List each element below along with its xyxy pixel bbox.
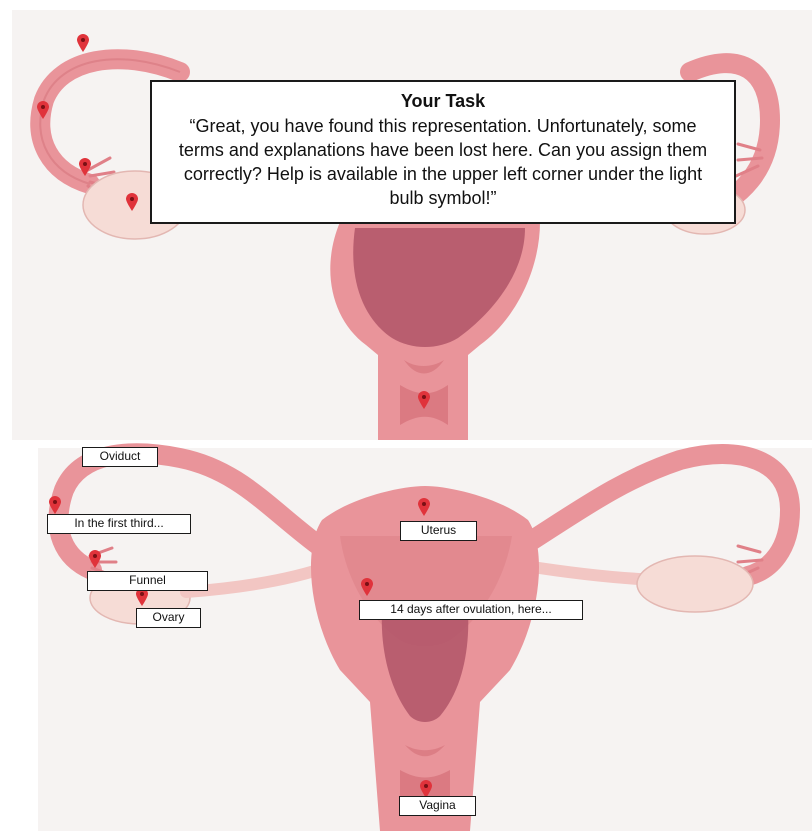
task-title: Your Task xyxy=(152,90,734,112)
map-pin-icon[interactable] xyxy=(77,34,89,52)
task-dialog: Your Task “Great, you have found this re… xyxy=(150,80,736,224)
label-uterus[interactable]: Uterus xyxy=(400,521,477,541)
map-pin-icon[interactable] xyxy=(361,578,373,596)
label-vagina[interactable]: Vagina xyxy=(399,796,476,816)
label-first-third[interactable]: In the first third... xyxy=(47,514,191,534)
uterus-illustration-bottom xyxy=(0,440,812,831)
map-pin-icon[interactable] xyxy=(418,391,430,409)
label-oviduct[interactable]: Oviduct xyxy=(82,447,158,467)
map-pin-icon[interactable] xyxy=(126,193,138,211)
map-pin-icon[interactable] xyxy=(418,498,430,516)
map-pin-icon[interactable] xyxy=(37,101,49,119)
bottom-panel: Oviduct In the first third... Funnel Ova… xyxy=(0,440,812,831)
label-funnel[interactable]: Funnel xyxy=(87,571,208,591)
label-ovary[interactable]: Ovary xyxy=(136,608,201,628)
map-pin-icon[interactable] xyxy=(89,550,101,568)
map-pin-icon[interactable] xyxy=(79,158,91,176)
map-pin-icon[interactable] xyxy=(49,496,61,514)
task-description: “Great, you have found this representati… xyxy=(152,112,734,210)
label-14-days[interactable]: 14 days after ovulation, here... xyxy=(359,600,583,620)
top-panel: Your Task “Great, you have found this re… xyxy=(0,0,812,440)
